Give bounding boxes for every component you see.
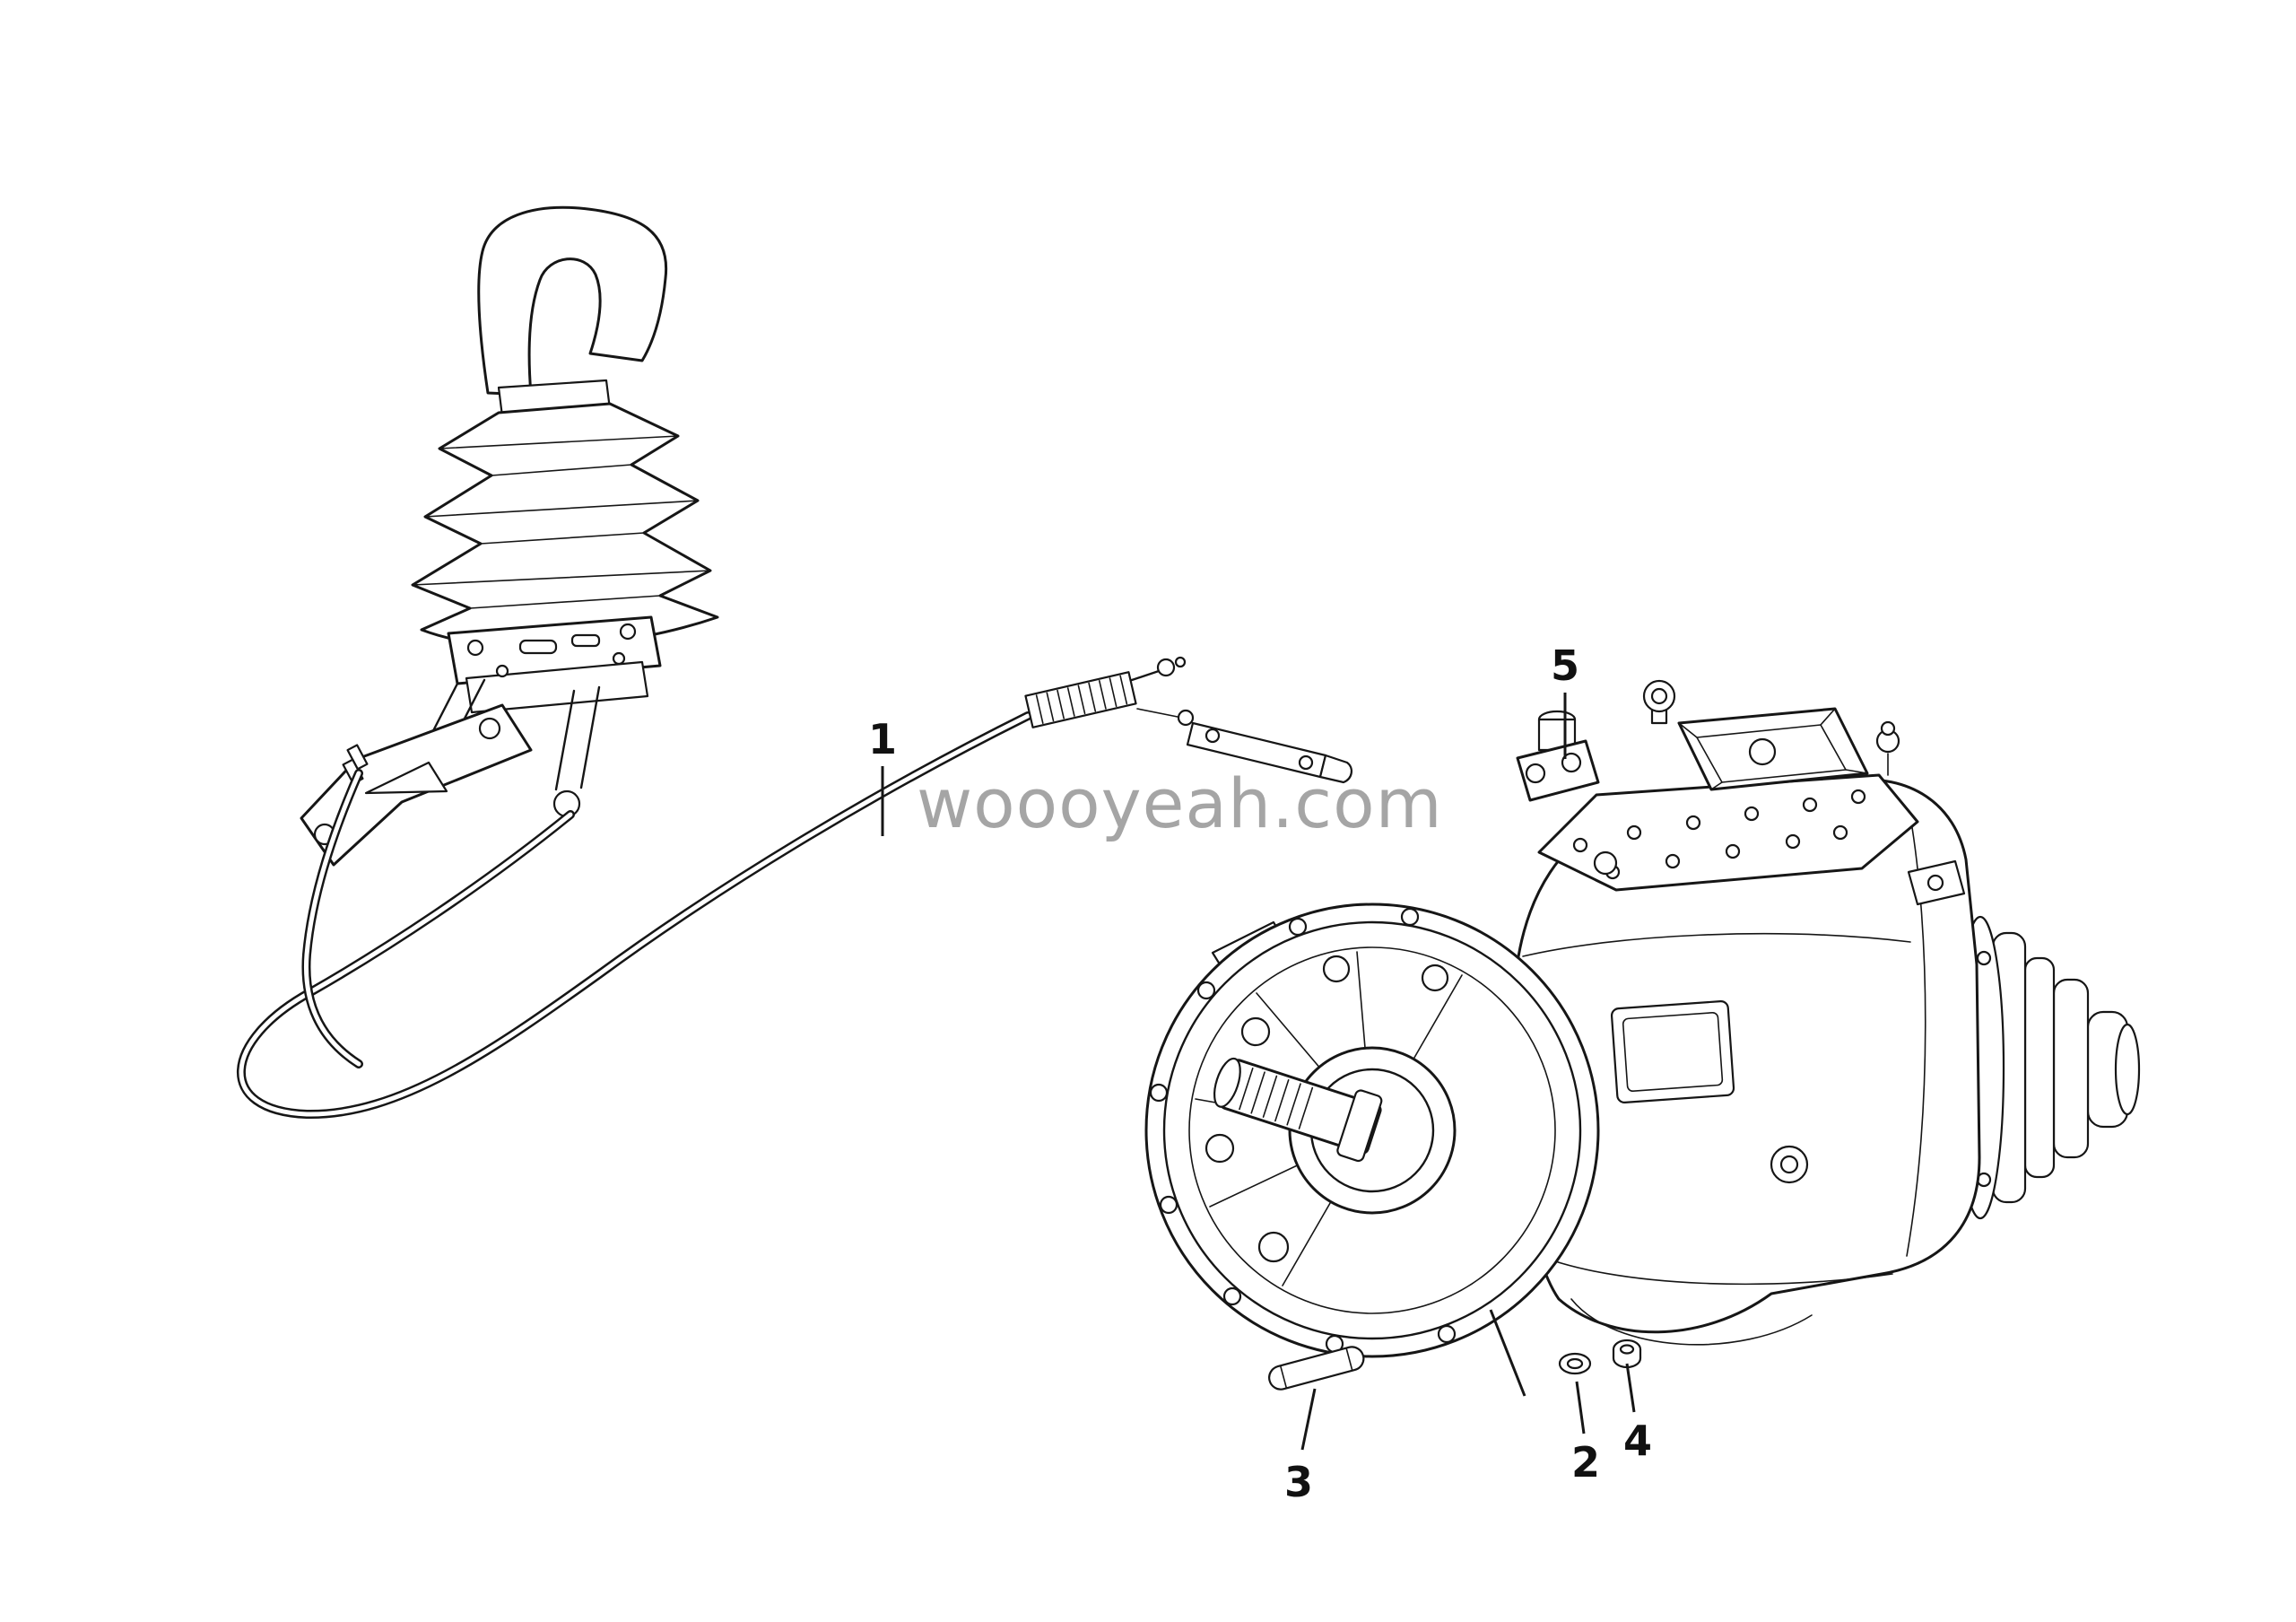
transmission-assembly xyxy=(1144,679,2141,1397)
callout-5-label: 5 xyxy=(1551,641,1579,690)
lever-arm-clevis xyxy=(552,685,601,818)
selector-bracket-part5 xyxy=(1516,710,1600,802)
transmission-rear-output-stack xyxy=(1955,915,2141,1220)
bolt-location-leader xyxy=(1489,1309,1526,1397)
nut-part4 xyxy=(1612,1339,1642,1369)
shift-tower xyxy=(1677,707,1869,791)
clutch-bell-housing xyxy=(1144,903,1600,1358)
callout-2: 2 xyxy=(1571,1381,1600,1487)
cable-end-fitting xyxy=(1130,656,1195,727)
mounting-bracket xyxy=(300,678,533,867)
callout-3: 3 xyxy=(1284,1388,1317,1506)
control-cable xyxy=(237,656,1352,1120)
watermark-text: woooyeah.com xyxy=(917,763,1443,843)
lever-base-housing xyxy=(447,615,662,714)
callout-1: 1 xyxy=(868,715,897,836)
input-shaft xyxy=(1213,1057,1383,1163)
shift-lever-assembly xyxy=(300,205,719,867)
transmission-top-cover xyxy=(1537,773,1919,892)
callout-2-label: 2 xyxy=(1571,1438,1600,1487)
mounting-tab-right xyxy=(1907,859,1966,906)
inspection-cover-plate xyxy=(1610,1000,1735,1103)
callout-5: 5 xyxy=(1551,641,1579,759)
callout-4: 4 xyxy=(1623,1363,1652,1465)
shift-lever-handle xyxy=(477,205,668,397)
lifting-eye xyxy=(1642,679,1676,725)
roll-pin-part3 xyxy=(1268,1346,1365,1391)
rubber-boot xyxy=(411,402,719,650)
callout-3-label: 3 xyxy=(1284,1458,1313,1506)
cable-anchor-strap xyxy=(1186,721,1352,784)
cable-spring-section xyxy=(1024,671,1137,728)
breather-valve xyxy=(1875,720,1900,776)
oil-sump-line xyxy=(1570,1298,1813,1346)
callout-4-label: 4 xyxy=(1623,1417,1652,1465)
washer-part2 xyxy=(1558,1352,1592,1375)
callout-1-label: 1 xyxy=(868,715,897,763)
